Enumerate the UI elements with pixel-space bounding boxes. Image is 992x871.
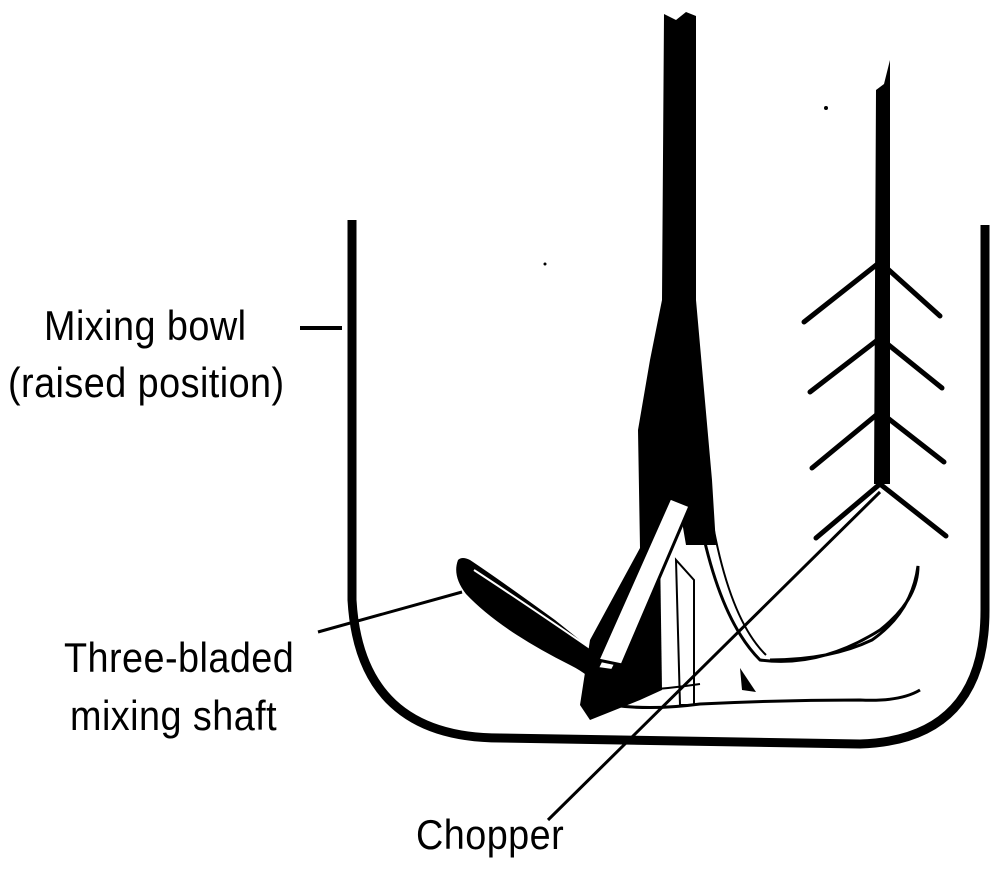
speck	[544, 263, 547, 266]
speck	[824, 106, 828, 110]
label-mixing-shaft-line2: mixing shaft	[70, 693, 277, 739]
mixing-shaft-column	[638, 12, 716, 548]
label-mixing-shaft-line1: Three-bladed	[64, 635, 294, 681]
blade-tip	[740, 668, 756, 692]
label-mixing-bowl-line1: Mixing bowl	[44, 303, 246, 349]
leader-mixing-shaft	[318, 592, 462, 632]
label-chopper: Chopper	[416, 812, 564, 858]
label-mixing-bowl-line2: (raised position)	[8, 360, 285, 406]
right-blade	[700, 520, 918, 661]
